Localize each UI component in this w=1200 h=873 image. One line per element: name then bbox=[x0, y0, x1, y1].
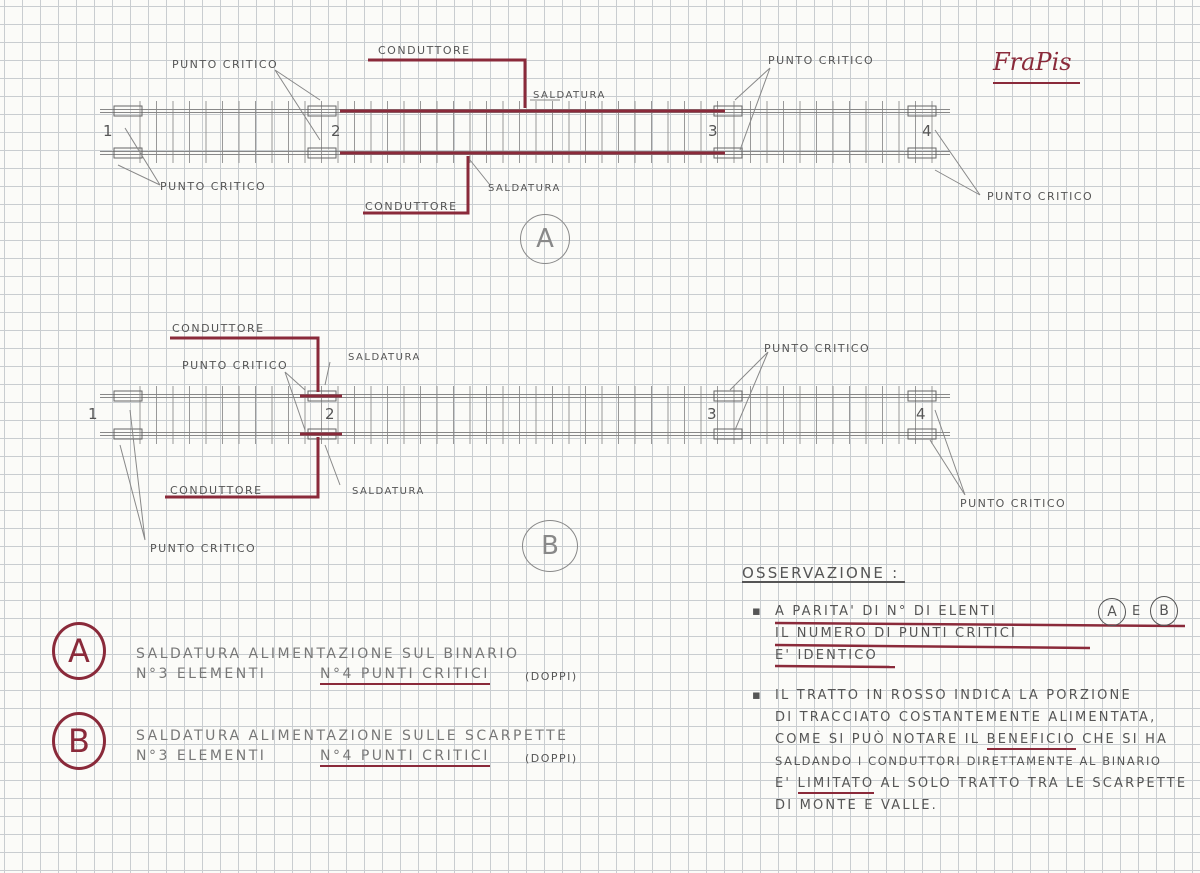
legend-b-points: N°4 PUNTI CRITICI bbox=[320, 748, 490, 767]
rail-joiner-a bbox=[907, 105, 937, 117]
p2-text-c: E' bbox=[775, 776, 792, 791]
rail-joiner-a bbox=[113, 147, 143, 159]
osservazione-p1-line2: IL NUMERO DI PUNTI CRITICI bbox=[775, 626, 1018, 641]
b-element-2: 2 bbox=[325, 405, 335, 423]
a-saldatura-bottom: SALDATURA bbox=[488, 183, 561, 194]
p2-text-a: COME SI PUÒ NOTARE IL bbox=[775, 732, 981, 747]
rail-joiner-b bbox=[113, 428, 143, 440]
rail-joiner-a bbox=[907, 147, 937, 159]
rail-joiner-b bbox=[713, 428, 743, 440]
p2-text-d: AL SOLO TRATTO TRA LE SCARPETTE bbox=[880, 776, 1188, 791]
diagram-b-label: B bbox=[522, 520, 578, 572]
a-saldatura-top: SALDATURA bbox=[533, 90, 606, 101]
legend-a-points: N°4 PUNTI CRITICI bbox=[320, 666, 490, 685]
b-punto-critico-3: PUNTO CRITICO bbox=[764, 342, 871, 355]
rail-joiner-b bbox=[713, 390, 743, 402]
diagram-a-label: A bbox=[520, 214, 570, 264]
p2-text-b: CHE SI HA bbox=[1082, 732, 1169, 747]
a-punto-critico-3: PUNTO CRITICO bbox=[768, 54, 875, 67]
osservazione-p1-line1: A PARITA' DI N° DI ELENTI bbox=[775, 604, 997, 619]
osservazione-underlines bbox=[774, 621, 1186, 669]
pointer-lines bbox=[117, 67, 981, 541]
b-element-1: 1 bbox=[88, 405, 98, 423]
ref-b-badge: B bbox=[1150, 596, 1178, 626]
rail-joiner-b bbox=[907, 390, 937, 402]
osservazione-bullet-1: ▪ bbox=[752, 604, 764, 619]
conductor-a-top bbox=[368, 58, 527, 108]
a-conduttore-bottom: CONDUTTORE bbox=[365, 200, 458, 213]
b-saldatura-top: SALDATURA bbox=[348, 352, 421, 363]
osservazione-bullet-2: ▪ bbox=[752, 688, 764, 703]
b-punto-critico-1: PUNTO CRITICO bbox=[150, 542, 257, 555]
rail-joiner-a bbox=[307, 105, 337, 117]
conductors-a bbox=[340, 58, 725, 215]
conductors-b bbox=[165, 336, 342, 499]
b-conduttore-top: CONDUTTORE bbox=[172, 322, 265, 335]
b-element-3: 3 bbox=[707, 405, 717, 423]
conductor-a-bottom bbox=[363, 156, 470, 215]
a-punto-critico-2: PUNTO CRITICO bbox=[172, 58, 279, 71]
b-conduttore-bottom: CONDUTTORE bbox=[170, 484, 263, 497]
a-punto-critico-1: PUNTO CRITICO bbox=[160, 180, 267, 193]
legend-b-note: (DOPPI) bbox=[525, 752, 578, 765]
rail-joiner-b bbox=[907, 428, 937, 440]
b-element-4: 4 bbox=[916, 405, 926, 423]
a-punto-critico-4: PUNTO CRITICO bbox=[987, 190, 1094, 203]
osservazione-title: OSSERVAZIONE : bbox=[742, 564, 900, 582]
a-element-4: 4 bbox=[922, 122, 932, 140]
a-element-1: 1 bbox=[103, 122, 113, 140]
a-conduttore-top: CONDUTTORE bbox=[378, 44, 471, 57]
beneficio-highlight: BENEFICIO bbox=[986, 732, 1076, 750]
osservazione-p1-e: E bbox=[1132, 604, 1143, 619]
legend-a-elements: N°3 ELEMENTI bbox=[136, 666, 267, 682]
osservazione-p2-line5: E' LIMITATO AL SOLO TRATTO TRA LE SCARPE… bbox=[775, 776, 1188, 794]
b-punto-critico-2: PUNTO CRITICO bbox=[182, 359, 289, 372]
osservazione-p2-line4: SALDANDO I CONDUTTORI DIRETTAMENTE AL BI… bbox=[775, 754, 1162, 768]
frapis-logo: FraPis bbox=[993, 48, 1080, 84]
legend-b-line1: SALDATURA ALIMENTAZIONE SULLE SCARPETTE bbox=[136, 728, 569, 744]
conductor-b-top bbox=[170, 336, 320, 392]
legend-b-badge: B bbox=[52, 712, 106, 770]
rail-joiner-a bbox=[113, 105, 143, 117]
osservazione-p1-line3: E' IDENTICO bbox=[775, 648, 878, 663]
b-saldatura-bottom: SALDATURA bbox=[352, 486, 425, 497]
rail-joiner-b bbox=[113, 390, 143, 402]
legend-a-note: (DOPPI) bbox=[525, 670, 578, 683]
ref-a-badge: A bbox=[1098, 598, 1126, 626]
osservazione-p2-line3: COME SI PUÒ NOTARE IL BENEFICIO CHE SI H… bbox=[775, 732, 1169, 750]
legend-a-badge: A bbox=[52, 622, 106, 680]
b-punto-critico-4: PUNTO CRITICO bbox=[960, 497, 1067, 510]
osservazione-p2-line1: IL TRATTO IN ROSSO INDICA LA PORZIONE bbox=[775, 688, 1132, 703]
rail-joiner-a bbox=[307, 147, 337, 159]
legend-b-elements: N°3 ELEMENTI bbox=[136, 748, 267, 764]
osservazione-p2-line6: DI MONTE E VALLE. bbox=[775, 798, 938, 813]
a-element-3: 3 bbox=[708, 122, 718, 140]
conductor-b-bottom bbox=[165, 437, 320, 499]
legend-a-line1: SALDATURA ALIMENTAZIONE SUL BINARIO bbox=[136, 646, 520, 662]
limitato-highlight: LIMITATO bbox=[797, 776, 875, 794]
a-element-2: 2 bbox=[331, 122, 341, 140]
osservazione-p2-line2: DI TRACCIATO COSTANTEMENTE ALIMENTATA, bbox=[775, 710, 1157, 725]
